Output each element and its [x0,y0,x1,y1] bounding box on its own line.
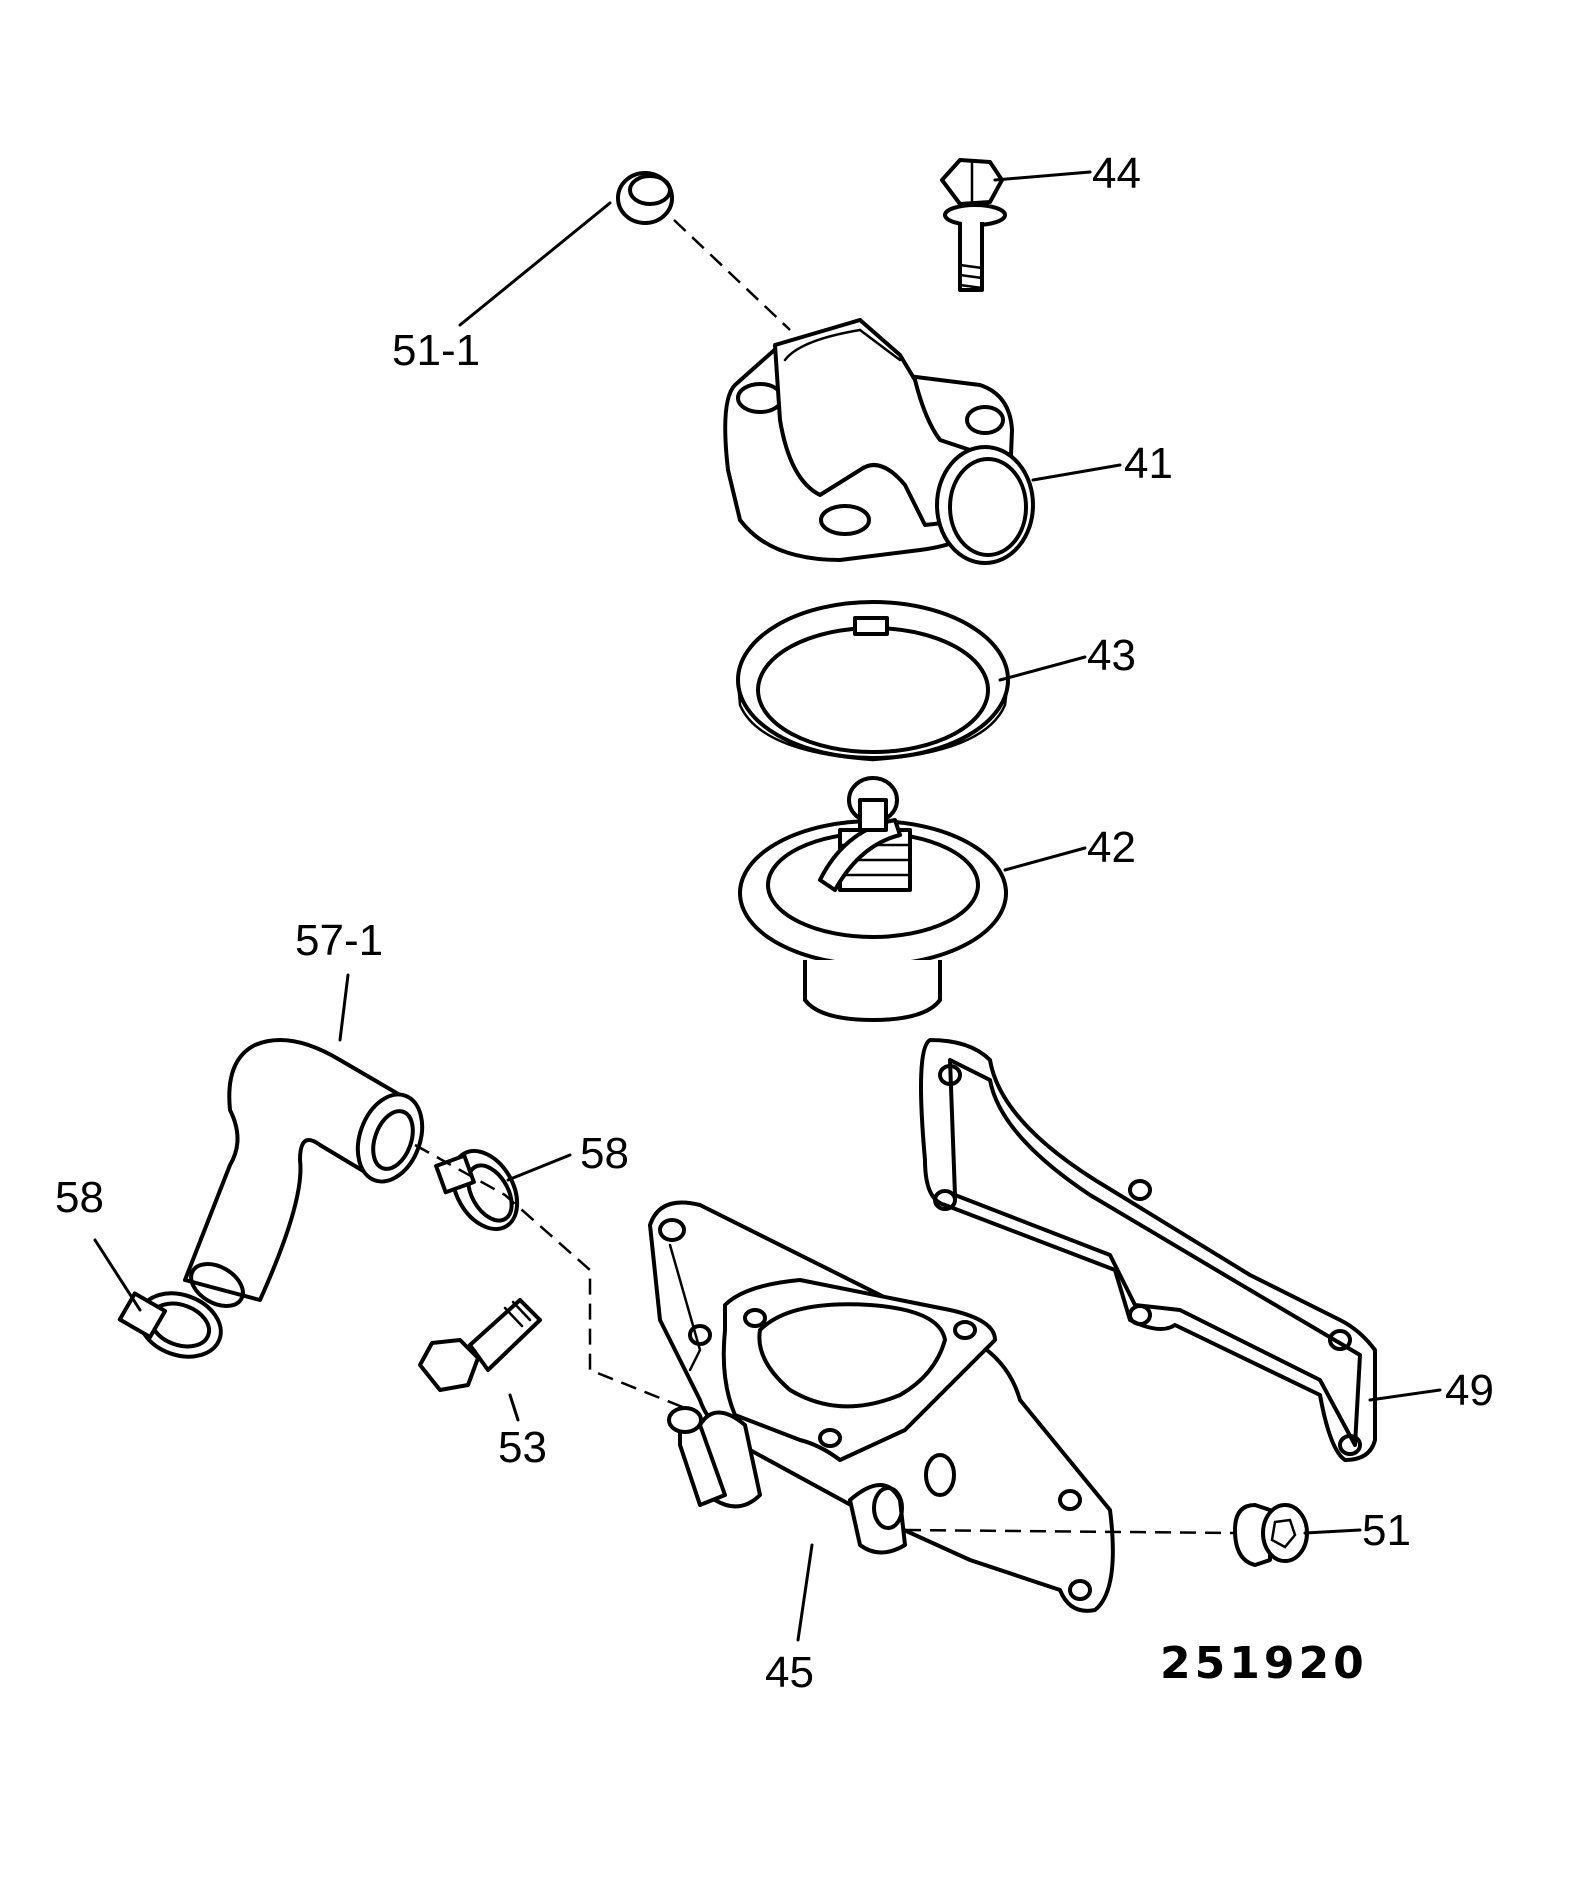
part-45-water-outlet [648,1200,1115,1613]
label-58-left: 58 [55,1173,104,1222]
part-51-plug [1233,1503,1309,1567]
part-42-thermostat [738,776,1008,1022]
part-43-sealing-ring [736,600,1010,762]
callout-labels: 51-1 44 41 43 42 57-1 58 58 53 49 51 45 [55,149,1494,1697]
reference-number: 251920 [1160,1638,1368,1689]
label-43: 43 [1087,631,1136,680]
part-53-bolt [418,1298,542,1392]
part-51-1-plug [616,171,674,225]
label-45: 45 [765,1648,814,1697]
part-57-1-hose [183,1038,425,1308]
label-44: 44 [1092,149,1141,198]
part-58-clamp-right [434,1149,520,1231]
assembly-lines [414,219,1236,1535]
label-53: 53 [498,1423,547,1472]
part-41-thermostat-housing [723,318,1035,565]
label-57-1: 57-1 [295,916,383,965]
label-51-1: 51-1 [392,326,480,375]
label-58-right: 58 [580,1129,629,1178]
part-44-bolt [940,158,1007,292]
label-42: 42 [1087,823,1136,872]
label-51: 51 [1362,1506,1411,1555]
label-41: 41 [1124,439,1173,488]
part-58-clamp-left [117,1291,223,1359]
label-49: 49 [1445,1366,1494,1415]
part-49-gasket [919,1038,1377,1462]
leader-lines [93,170,1442,1642]
